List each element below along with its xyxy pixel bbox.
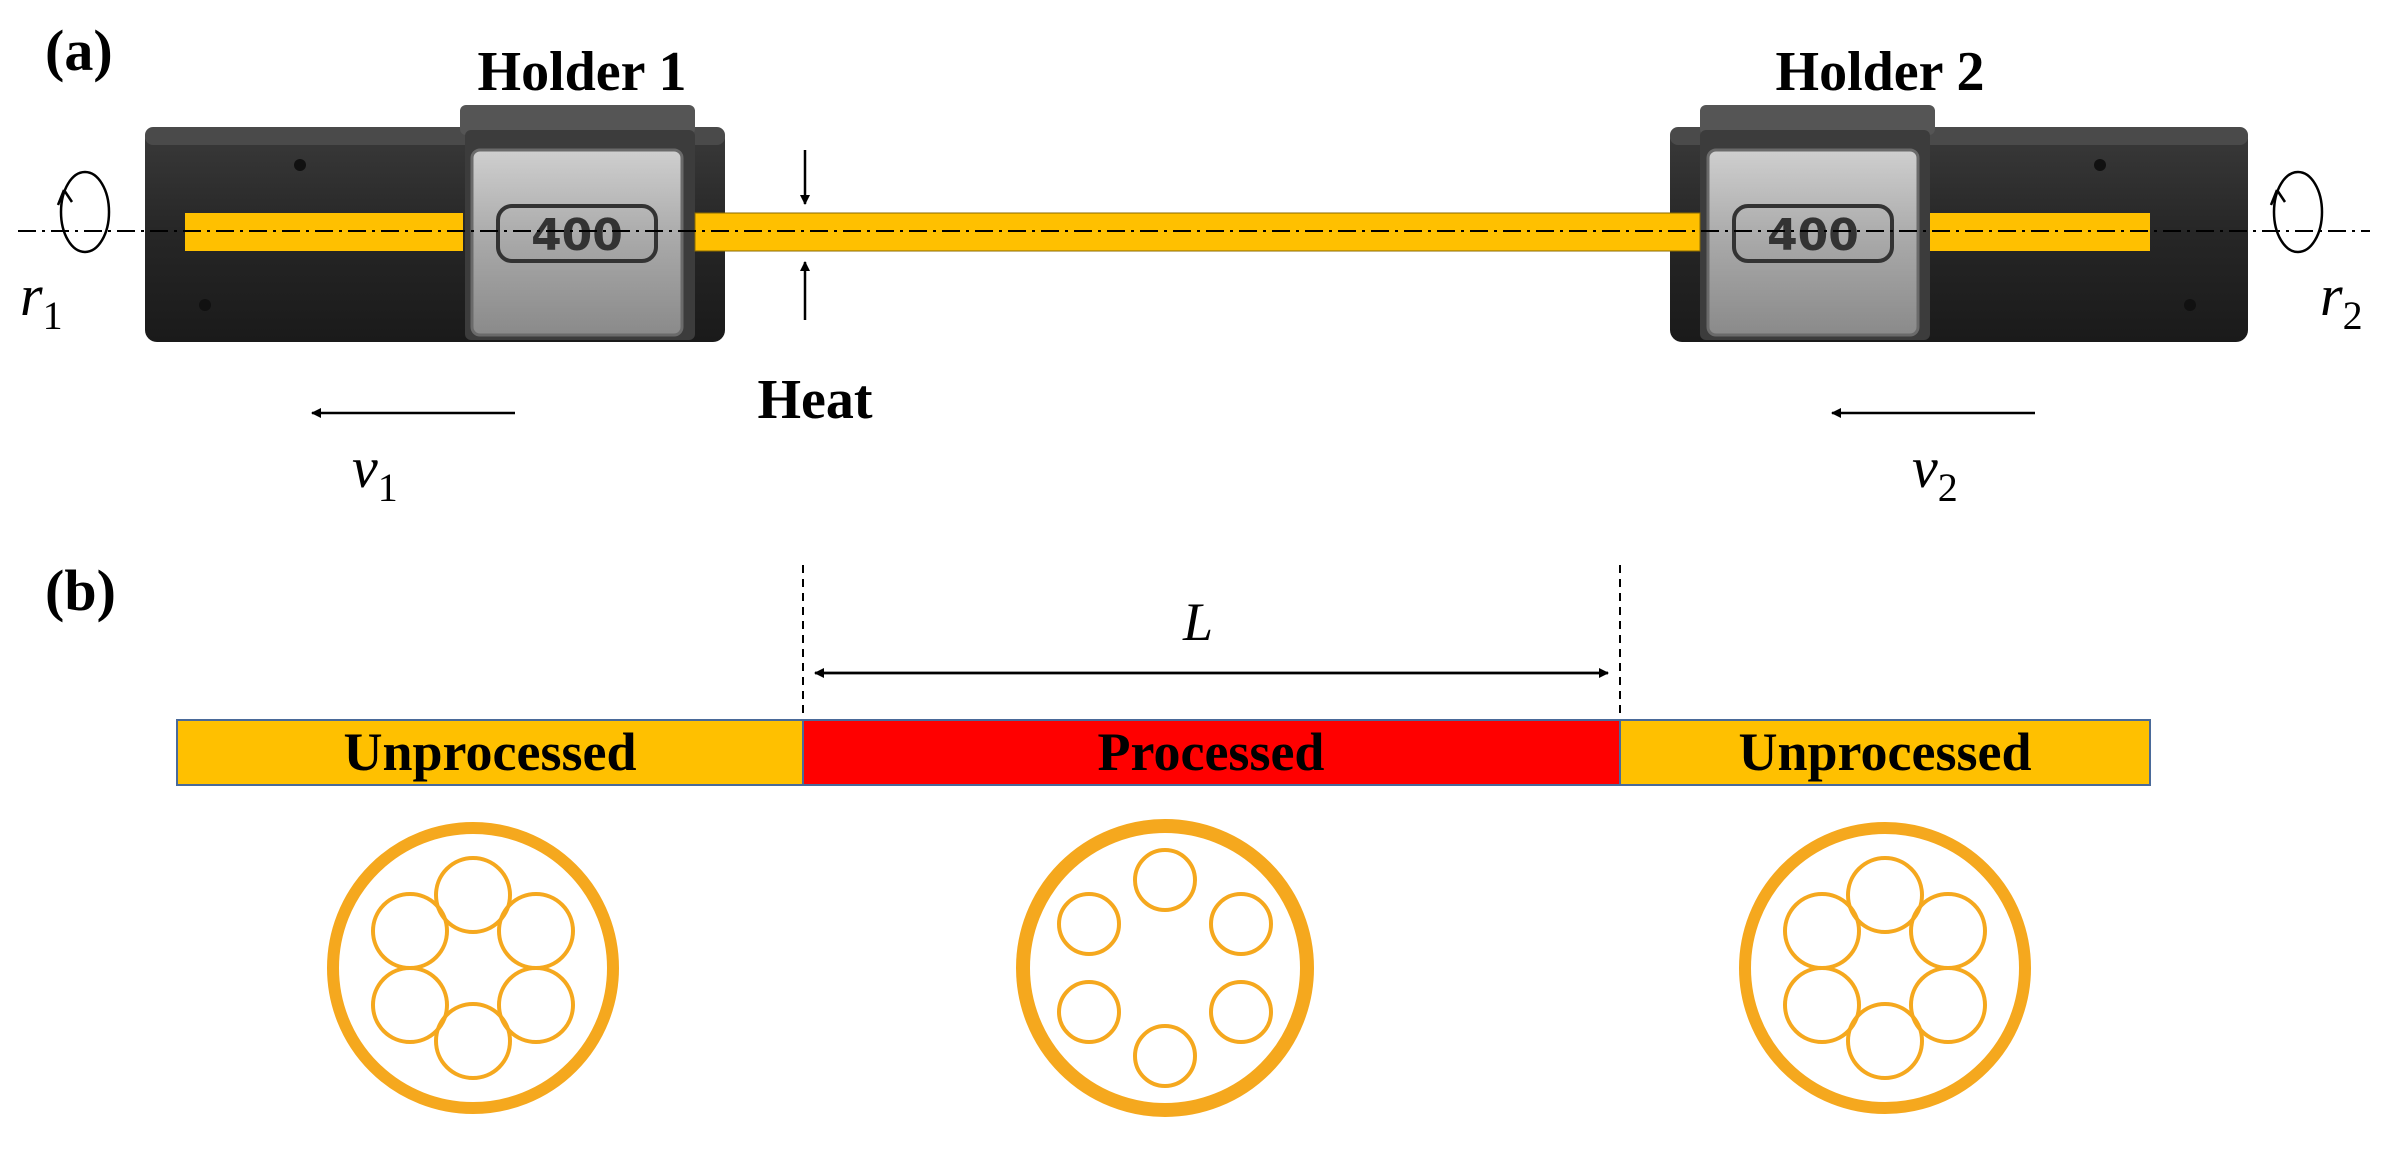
panel-b-label: (b) (45, 558, 116, 623)
holder-1-badge: 400 (531, 210, 623, 261)
segment-unprocessed-right (1619, 719, 2151, 786)
r1-label: r1 (20, 263, 63, 338)
segment-unprocessed-left (176, 719, 804, 786)
heat-label: Heat (757, 369, 872, 431)
segment-label-middle: Processed (1098, 722, 1325, 782)
segment-processed (802, 719, 1621, 786)
holder-2-label: Holder 2 (1776, 41, 1985, 103)
segment-label-left: Unprocessed (343, 722, 636, 782)
holder-1-label: Holder 1 (478, 41, 687, 103)
v2-label: v2 (1912, 435, 1958, 510)
cross-section-left (327, 822, 619, 1114)
length-label: L (1182, 592, 1213, 652)
holder-2-badge: 400 (1767, 210, 1859, 261)
holder-2: 400 (1670, 105, 2248, 342)
cross-section-right (1739, 822, 2031, 1114)
segment-label-right: Unprocessed (1738, 722, 2031, 782)
panel-a-label: (a) (45, 18, 113, 83)
v1-label: v1 (352, 435, 398, 510)
cross-section-middle (1016, 819, 1314, 1117)
r2-label: r2 (2320, 263, 2363, 338)
rotation-arrow-right-icon (2269, 170, 2324, 254)
rotation-arrow-left-icon (56, 170, 111, 254)
